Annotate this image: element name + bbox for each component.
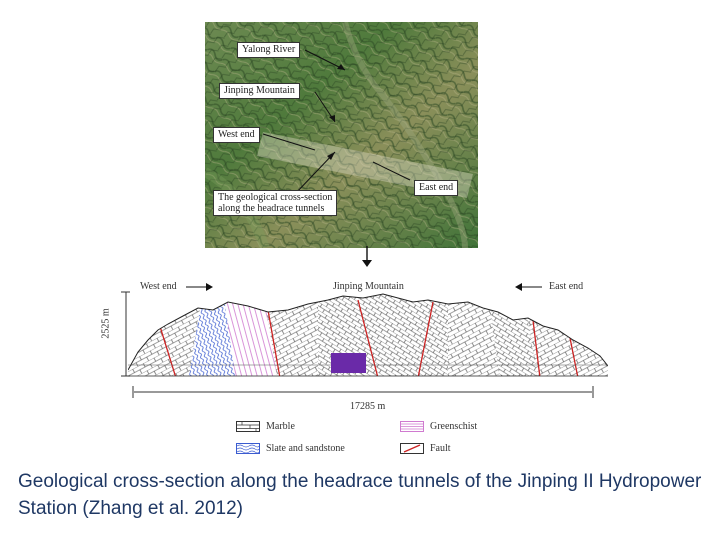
- legend-slate-label: Slate and sandstone: [266, 443, 345, 454]
- legend-greenschist-label: Greenschist: [430, 421, 477, 432]
- cross-section-svg: [128, 290, 608, 382]
- map-label-east-end: East end: [414, 180, 458, 196]
- terrain-map: Yalong River Jinping Mountain West end E…: [205, 22, 478, 248]
- figure-caption: Geological cross-section along the headr…: [18, 468, 708, 522]
- legend-fault-label: Fault: [430, 443, 451, 454]
- section-length-label: 17285 m: [350, 401, 385, 412]
- greenschist-swatch: [400, 421, 424, 432]
- down-arrow-icon: [360, 246, 374, 268]
- map-label-jinping-mountain: Jinping Mountain: [219, 83, 300, 99]
- map-label-cross-section: The geological cross-section along the h…: [213, 190, 337, 216]
- section-height-label: 2525 m: [101, 308, 112, 338]
- marble-swatch: [236, 421, 260, 432]
- map-label-cross-section-line1: The geological cross-section: [218, 192, 332, 203]
- fault-swatch: [400, 443, 424, 454]
- length-dimension-line: [132, 386, 594, 398]
- map-label-west-end: West end: [213, 127, 260, 143]
- cross-section-profile: [128, 290, 608, 382]
- legend: Marble Greenschist Slate and sandstone F…: [236, 419, 506, 461]
- map-label-cross-section-line2: along the headrace tunnels: [218, 203, 332, 214]
- legend-marble-label: Marble: [266, 421, 295, 432]
- slate-swatch: [236, 443, 260, 454]
- tunnel-block: [331, 353, 366, 373]
- map-label-yalong-river: Yalong River: [237, 42, 300, 58]
